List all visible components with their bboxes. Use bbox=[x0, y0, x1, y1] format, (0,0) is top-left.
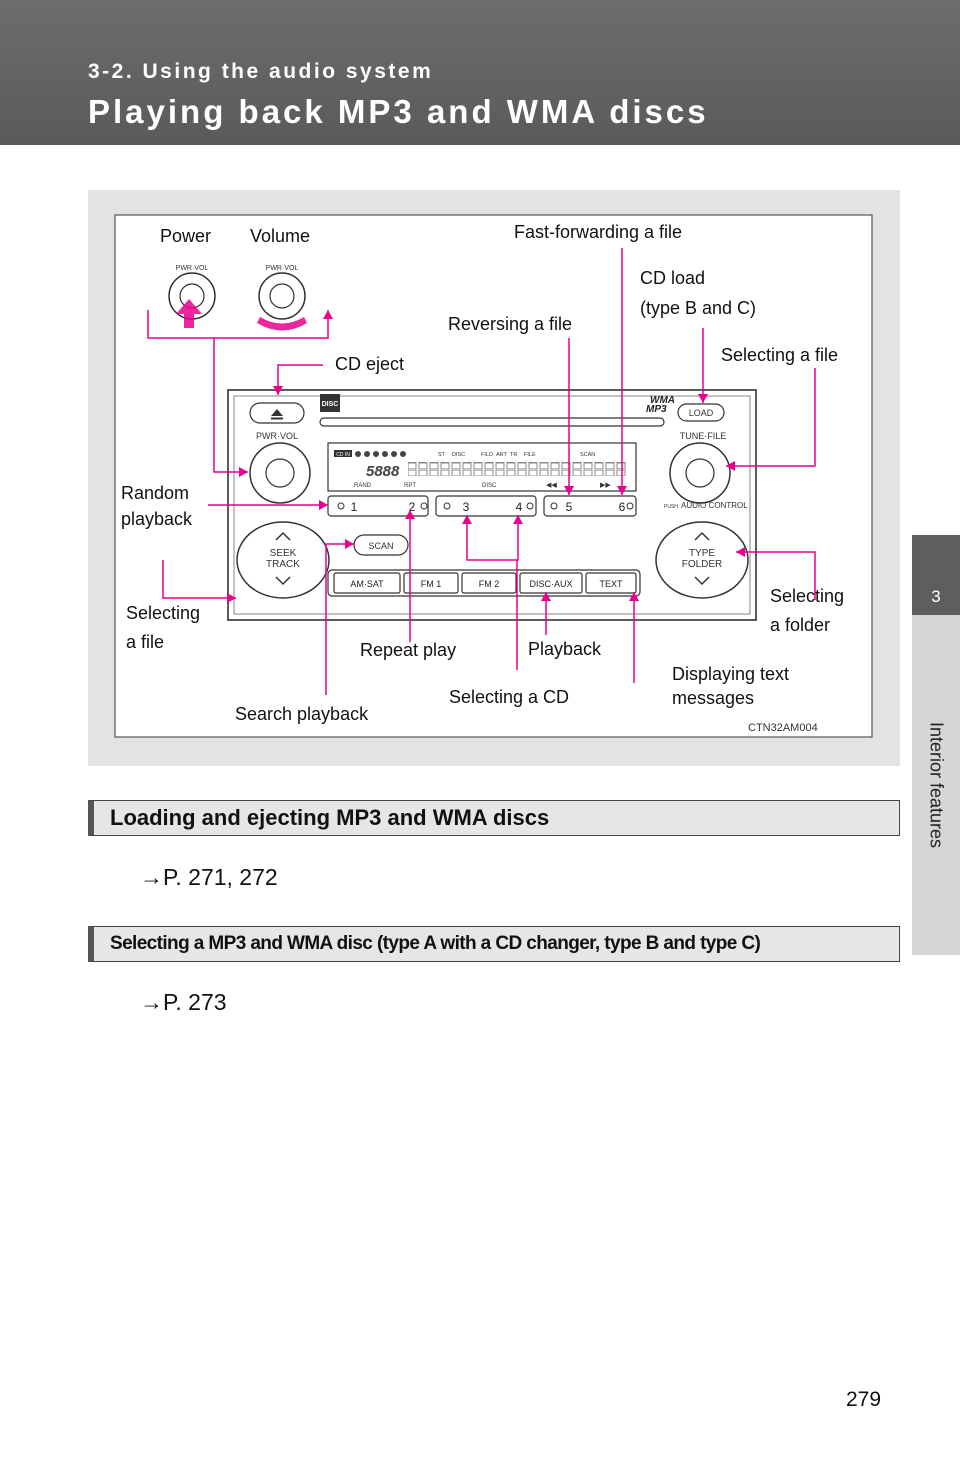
section-heading-selecting: Selecting a MP3 and WMA disc (type A wit… bbox=[88, 926, 900, 962]
svg-text:WMA: WMA bbox=[650, 395, 675, 406]
svg-text:PWR·VOL: PWR·VOL bbox=[266, 265, 299, 272]
svg-text:TR: TR bbox=[510, 452, 517, 458]
svg-text:1: 1 bbox=[351, 500, 358, 514]
svg-text:5888: 5888 bbox=[366, 463, 400, 480]
svg-text:PWR·VOL: PWR·VOL bbox=[256, 431, 298, 441]
audio-figure: PWR·VOL PWR·VOL DISC PWR·VOL bbox=[88, 190, 900, 766]
svg-text:CD IN: CD IN bbox=[336, 452, 350, 458]
label-repeat: Repeat play bbox=[360, 640, 456, 660]
seek-track-button bbox=[236, 521, 330, 599]
callout-labels: Power Volume Fast-forwarding a file CD l… bbox=[121, 222, 844, 724]
figure-code: CTN32AM004 bbox=[748, 722, 818, 734]
svg-text:SEEK: SEEK bbox=[270, 548, 297, 559]
svg-text:RPT: RPT bbox=[404, 483, 416, 489]
callout-lines bbox=[147, 248, 816, 695]
label-cd-eject: CD eject bbox=[335, 354, 404, 374]
audio-diagram: PWR·VOL PWR·VOL DISC PWR·VOL bbox=[114, 214, 873, 738]
svg-text:SCAN: SCAN bbox=[368, 541, 393, 551]
callout-arrowheads bbox=[227, 310, 745, 603]
svg-text:6: 6 bbox=[619, 500, 626, 514]
svg-text:DISC·AUX: DISC·AUX bbox=[529, 579, 572, 589]
svg-text:ART: ART bbox=[496, 452, 508, 458]
volume-knob: PWR·VOL bbox=[257, 265, 307, 331]
svg-text:FILD: FILD bbox=[481, 452, 493, 458]
svg-text:DISC: DISC bbox=[452, 452, 465, 458]
svg-text:▶▶: ▶▶ bbox=[600, 482, 611, 489]
svg-text:AM·SAT: AM·SAT bbox=[350, 579, 384, 589]
label-random: Random bbox=[121, 483, 189, 503]
svg-text:DISC: DISC bbox=[482, 483, 497, 489]
svg-text:PUSH: PUSH bbox=[664, 504, 678, 510]
svg-text:FM 1: FM 1 bbox=[421, 579, 442, 589]
label-playback: Playback bbox=[528, 639, 602, 659]
svg-text:FM 2: FM 2 bbox=[479, 579, 500, 589]
chapter-tab[interactable]: 3 bbox=[912, 535, 960, 615]
label-selecting-file-right: Selecting a file bbox=[721, 345, 838, 365]
svg-text:AUDIO CONTROL: AUDIO CONTROL bbox=[681, 501, 748, 510]
svg-text:TYPE: TYPE bbox=[689, 548, 715, 559]
page-reference-loading[interactable]: →P. 271, 272 bbox=[140, 864, 278, 890]
label-fast-forward: Fast-forwarding a file bbox=[514, 222, 682, 242]
svg-text:FILE: FILE bbox=[524, 452, 536, 458]
svg-text:3: 3 bbox=[463, 500, 470, 514]
chapter-strip bbox=[912, 615, 960, 955]
label-power: Power bbox=[160, 226, 211, 246]
scan-button bbox=[353, 534, 409, 556]
svg-text:RAND: RAND bbox=[354, 483, 372, 489]
label-search: Search playback bbox=[235, 704, 369, 724]
load-button bbox=[677, 403, 725, 422]
svg-text:5: 5 bbox=[566, 500, 573, 514]
svg-text:TUNE·FILE: TUNE·FILE bbox=[680, 431, 727, 441]
page-number: 279 bbox=[846, 1388, 882, 1411]
label-selecting-file-left-2: a file bbox=[126, 632, 164, 652]
label-reversing: Reversing a file bbox=[448, 314, 572, 334]
section-breadcrumb: 3-2. Using the audio system bbox=[88, 60, 434, 83]
svg-text:FOLDER: FOLDER bbox=[682, 559, 723, 570]
label-random-playback: playback bbox=[121, 509, 193, 529]
label-selecting-folder-2: a folder bbox=[770, 615, 830, 635]
svg-text:2: 2 bbox=[409, 500, 416, 514]
svg-text:PWR·VOL: PWR·VOL bbox=[176, 265, 209, 272]
svg-text:LOAD: LOAD bbox=[689, 408, 714, 418]
svg-text:SCAN: SCAN bbox=[580, 452, 595, 458]
preset-buttons bbox=[327, 495, 637, 517]
section-heading-loading: Loading and ejecting MP3 and WMA discs bbox=[88, 800, 900, 836]
label-display-text: Displaying text bbox=[672, 664, 789, 684]
label-volume: Volume bbox=[250, 226, 310, 246]
svg-text:◀◀: ◀◀ bbox=[546, 482, 557, 489]
label-selecting-cd: Selecting a CD bbox=[449, 687, 569, 707]
svg-text:ST: ST bbox=[438, 452, 446, 458]
svg-text:4: 4 bbox=[516, 500, 523, 514]
label-selecting-file-left: Selecting bbox=[126, 603, 200, 623]
chapter-header: 3-2. Using the audio system Playing back… bbox=[0, 0, 960, 145]
power-knob: PWR·VOL bbox=[168, 265, 216, 328]
type-folder-button bbox=[655, 521, 749, 599]
label-display-text-2: messages bbox=[672, 688, 754, 708]
svg-text:TRACK: TRACK bbox=[266, 559, 300, 570]
chapter-label: Interior features bbox=[926, 721, 947, 849]
label-cd-load-types: (type B and C) bbox=[640, 298, 756, 318]
page-reference-selecting[interactable]: →P. 273 bbox=[140, 989, 227, 1015]
label-selecting-folder: Selecting bbox=[770, 586, 844, 606]
svg-text:TEXT: TEXT bbox=[599, 579, 623, 589]
label-cd-load: CD load bbox=[640, 268, 705, 288]
svg-text:DISC: DISC bbox=[322, 401, 339, 408]
page-title: Playing back MP3 and WMA discs bbox=[88, 93, 709, 130]
chapter-number: 3 bbox=[931, 587, 941, 606]
svg-text:MP3: MP3 bbox=[646, 404, 667, 415]
